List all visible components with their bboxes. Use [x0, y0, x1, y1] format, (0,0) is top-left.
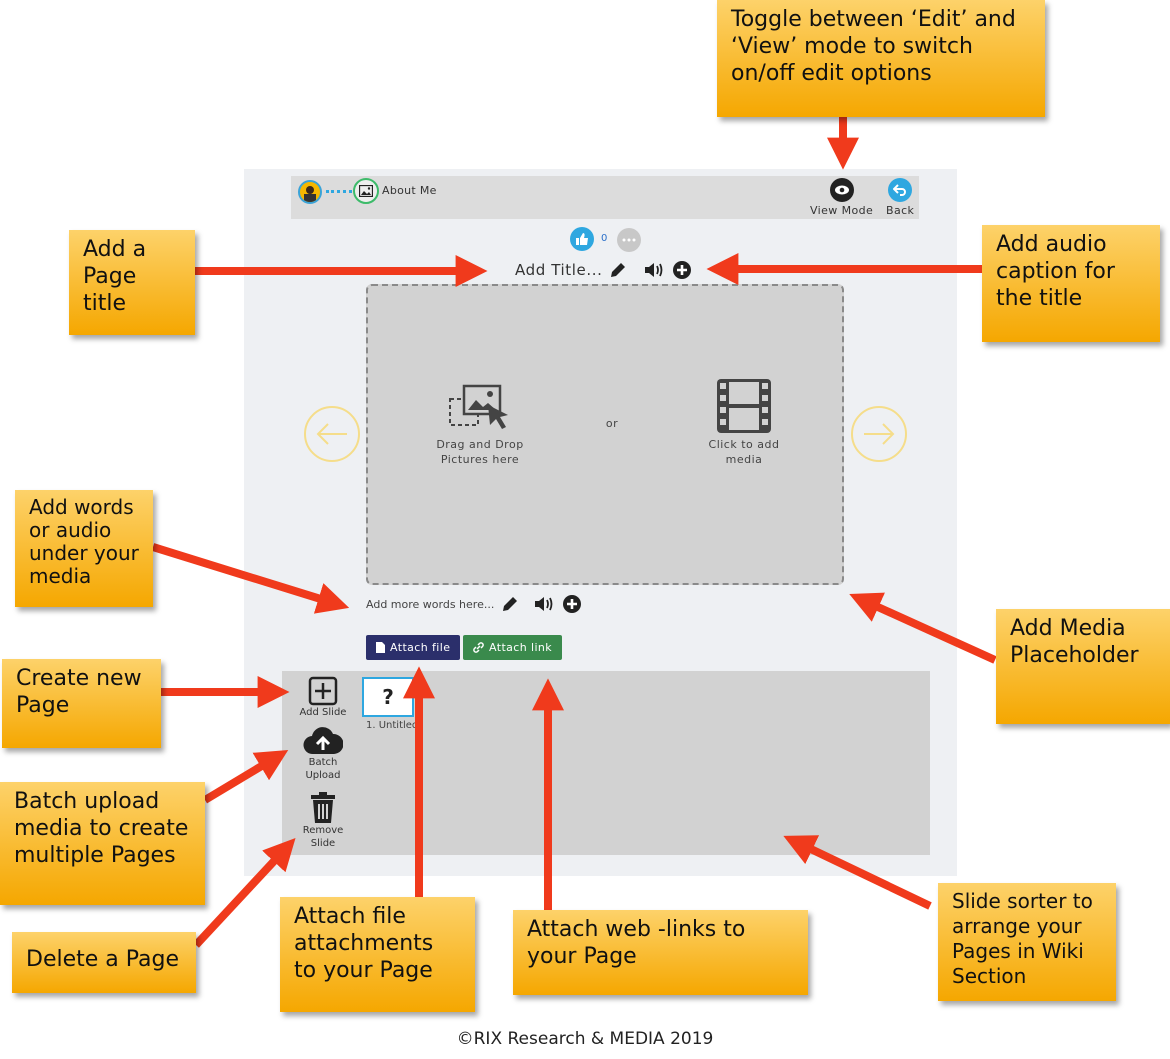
audio-icon[interactable] — [644, 261, 666, 279]
callout-attach-file: Attach file attachments to your Page — [280, 897, 475, 1012]
back-button[interactable]: Back — [886, 178, 914, 217]
image-icon — [359, 185, 373, 197]
like-count: 0 — [601, 233, 608, 244]
like-button[interactable] — [570, 227, 594, 251]
breadcrumb-connector — [326, 190, 352, 193]
caption-add-audio-icon[interactable] — [562, 594, 582, 614]
copyright-footer: ©RIX Research & MEDIA 2019 — [456, 1029, 714, 1049]
more-options-button[interactable] — [617, 228, 641, 252]
media-placeholder[interactable] — [366, 284, 844, 585]
file-icon — [376, 642, 385, 653]
user-avatar[interactable] — [298, 180, 322, 204]
attach-file-button[interactable]: Attach file — [366, 635, 461, 660]
user-avatar-icon — [304, 186, 316, 202]
arrow-to-batch-upload — [202, 750, 289, 804]
caption-audio-icon[interactable] — [534, 595, 556, 613]
arrow-to-caption — [151, 543, 350, 614]
add-audio-icon[interactable] — [672, 260, 692, 280]
breadcrumb-page-label[interactable]: About Me — [382, 184, 437, 197]
drag-drop-image-icon — [449, 384, 508, 429]
back-label: Back — [886, 204, 915, 217]
callout-batch-upload: Batch upload media to create multiple Pa… — [0, 782, 205, 905]
add-slide-button[interactable]: Add Slide — [292, 676, 354, 719]
view-mode-button[interactable]: View Mode — [810, 178, 873, 217]
callout-audio-caption: Add audio caption for the title — [982, 225, 1160, 342]
more-dots-icon — [622, 238, 636, 242]
add-slide-label: Add Slide — [299, 707, 347, 718]
title-row: Add Title... — [515, 259, 692, 281]
arrow-to-remove-slide — [193, 837, 296, 948]
caption-pencil-icon[interactable] — [500, 594, 520, 614]
slide-thumbnail-label: 1. Untitled — [366, 720, 416, 731]
attach-link-label: Attach link — [489, 641, 553, 654]
arrow-right-icon — [864, 423, 895, 445]
link-icon — [473, 642, 484, 653]
batch-upload-button[interactable]: Batch Upload — [292, 726, 354, 782]
eye-icon — [829, 178, 854, 202]
add-media-label: Click to add media — [708, 438, 780, 466]
top-bar — [291, 176, 919, 219]
film-strip-icon — [717, 379, 771, 433]
batch-upload-label: Batch Upload — [305, 757, 341, 781]
callout-slide-sorter: Slide sorter to arrange your Pages in Wi… — [938, 883, 1116, 1001]
thumbs-up-icon — [576, 233, 588, 245]
callout-page-title: Add a Page title — [69, 230, 195, 335]
callout-toggle-mode: Toggle between ‘Edit’ and ‘View’ mode to… — [717, 0, 1045, 117]
callout-create-page: Create new Page — [2, 659, 161, 748]
drag-drop-zone[interactable] — [446, 383, 514, 437]
callout-words-audio: Add words or audio under your media — [15, 490, 153, 607]
caption-row: Add more words here... — [366, 593, 582, 615]
or-label: or — [605, 417, 619, 430]
callout-attach-links: Attach web -links to your Page — [513, 910, 808, 995]
previous-page-button[interactable] — [304, 406, 360, 462]
page-title-input[interactable]: Add Title... — [515, 261, 603, 279]
attach-link-button[interactable]: Attach link — [463, 635, 563, 660]
add-media-zone[interactable] — [716, 378, 772, 438]
callout-media-placeholder: Add Media Placeholder — [996, 609, 1170, 724]
arrow-to-slide-sorter — [783, 835, 932, 910]
drag-drop-label: Drag and Drop Pictures here — [436, 438, 524, 466]
view-mode-label: View Mode — [810, 204, 874, 217]
attach-file-label: Attach file — [390, 641, 451, 654]
pencil-icon[interactable] — [608, 260, 628, 280]
trash-icon — [311, 792, 335, 823]
next-page-button[interactable] — [851, 406, 907, 462]
remove-slide-button[interactable]: Remove Slide — [292, 792, 354, 850]
caption-input[interactable]: Add more words here... — [366, 597, 495, 611]
remove-slide-label: Remove Slide — [302, 825, 344, 849]
callout-delete-page: Delete a Page — [12, 932, 196, 993]
back-arrow-icon — [888, 178, 913, 202]
cloud-upload-icon — [303, 727, 343, 755]
breadcrumb-page-icon[interactable] — [353, 178, 379, 204]
arrow-left-icon — [316, 423, 347, 445]
add-slide-icon — [308, 676, 338, 706]
arrow-to-media-box — [849, 592, 997, 664]
